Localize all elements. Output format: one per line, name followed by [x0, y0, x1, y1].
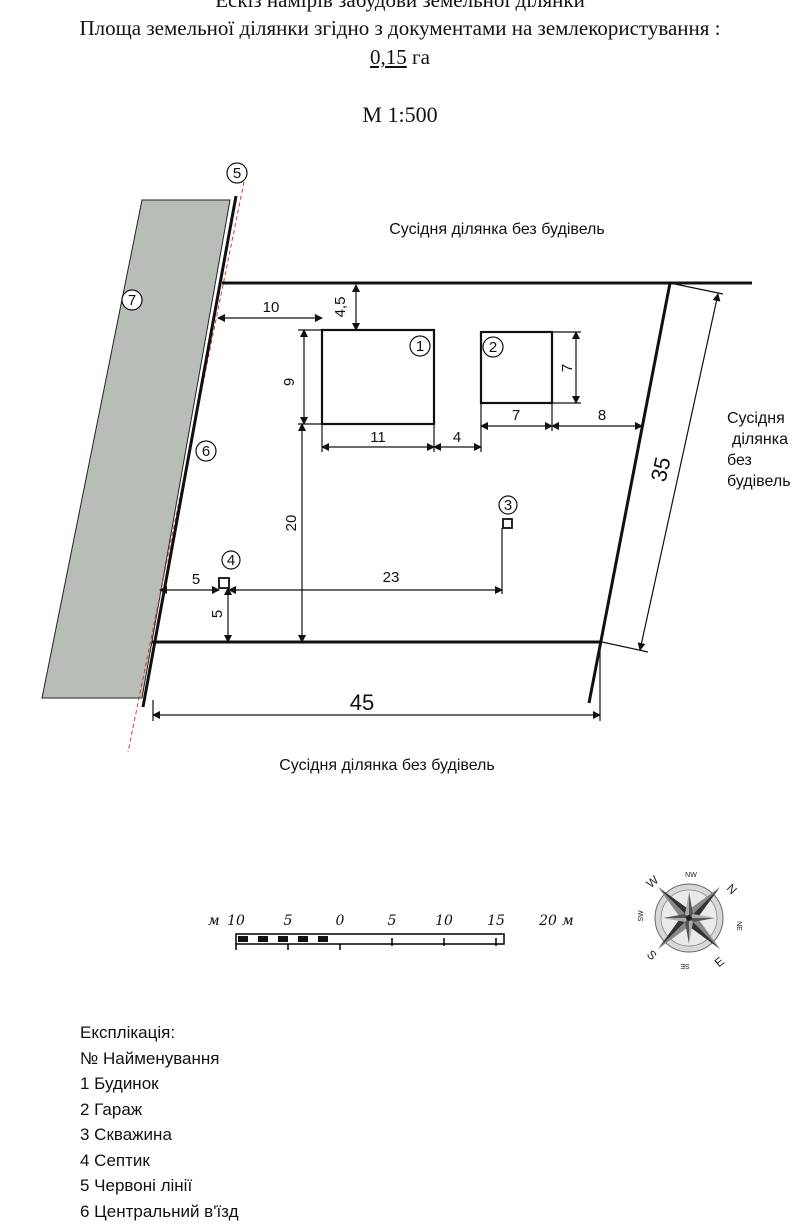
house-outline [320, 328, 436, 426]
marker-label-7: 7 [128, 292, 136, 309]
neighbor-right-line-4: будівель [727, 473, 791, 490]
dim-label-10: 10 [263, 299, 280, 316]
legend-heading: Експлікація: [80, 1023, 176, 1042]
marker-circle-1 [409, 335, 431, 357]
legend-item: 2 Гараж [80, 1099, 143, 1119]
scale-bar: м 10 5 0 5 10 15 20 м [208, 913, 574, 950]
garage-outline [479, 330, 554, 405]
dim-label-5-v: 5 [209, 610, 226, 618]
marker-label-5: 5 [233, 165, 241, 182]
marker-label-3: 3 [504, 497, 512, 514]
marker-circle-7 [121, 289, 143, 311]
neighbor-top-label: Сусідня ділянка без будівель [389, 221, 604, 238]
compass-sw: SW [638, 910, 645, 922]
marker-circle-5 [226, 162, 248, 184]
dim-label-5-h: 5 [192, 571, 200, 588]
plot-boundary [141, 195, 752, 708]
legend-item: 5 Червоні лінії [80, 1176, 193, 1195]
scale-tick-4: 10 [435, 913, 453, 929]
scale-unit-left: м [208, 913, 220, 929]
area-value: 0,15 [370, 45, 407, 69]
compass-n: N [724, 881, 740, 897]
dim-label-8: 8 [598, 407, 606, 424]
marker-circle-4 [221, 550, 241, 570]
scale-tick-6: 20 [538, 913, 557, 929]
map-scale: М 1:500 [362, 102, 438, 127]
legend-item: 3 Скважина [80, 1125, 172, 1144]
well-symbol [502, 518, 513, 529]
marker-label-6: 6 [202, 443, 210, 460]
dim-label-45: 45 [350, 690, 374, 715]
area-caption: Площа земельної ділянки згідно з докумен… [79, 16, 721, 40]
neighbor-right-line-2: ділянка [732, 431, 788, 448]
compass-rose: W N E S NW NE SE SW [638, 872, 742, 970]
marker-label-2: 2 [489, 339, 497, 356]
legend-column-header: № Найменування [80, 1048, 220, 1068]
compass-nw: NW [685, 872, 697, 879]
marker-circle-2 [482, 336, 504, 358]
legend: Експлікація: № Найменування 1 Будинок 2 … [80, 1020, 239, 1224]
marker-circle-3 [498, 495, 518, 515]
dim-label-4: 4 [453, 429, 461, 446]
scale-unit-right: м [562, 913, 574, 929]
neighbor-right-line-3: без [727, 452, 752, 469]
legend-item: 4 Септик [80, 1150, 150, 1170]
dim-label-35: 35 [646, 455, 676, 484]
driveway-strip [41, 199, 231, 699]
dim-line-35 [637, 293, 721, 651]
compass-e: E [712, 954, 727, 970]
marker-label-1: 1 [416, 338, 424, 355]
compass-ne: NE [735, 921, 742, 931]
legend-item: 6 Центральний в'їзд [80, 1201, 239, 1221]
septic-symbol [218, 577, 230, 589]
sketch-title: Ескіз намірів забудови земельної ділянки [215, 0, 585, 12]
dim-label-4-5: 4,5 [332, 297, 349, 318]
dim-label-23: 23 [383, 569, 400, 586]
dim-label-20: 20 [283, 515, 300, 532]
dim-label-11: 11 [370, 429, 386, 446]
scale-tick-3: 5 [388, 913, 397, 929]
marker-circle-6 [195, 440, 217, 462]
scale-tick-0: 10 [227, 913, 245, 929]
neighbor-bottom-label: Сусідня ділянка без будівель [279, 757, 494, 774]
marker-label-4: 4 [227, 552, 235, 569]
dim-label-7-height: 7 [559, 364, 576, 372]
scale-tick-2: 0 [336, 913, 345, 929]
area-unit: га [406, 45, 430, 69]
area-value-line: 0,15 га [0, 45, 800, 70]
dim-label-9: 9 [281, 378, 298, 386]
legend-item: 1 Будинок [80, 1074, 159, 1093]
dim-label-7-width: 7 [512, 407, 520, 424]
scale-tick-1: 5 [284, 913, 293, 929]
scale-tick-5: 15 [487, 913, 505, 929]
neighbor-right-line-1: Сусідня [727, 410, 785, 427]
compass-se: SE [680, 962, 690, 969]
compass-s: S [644, 947, 660, 963]
